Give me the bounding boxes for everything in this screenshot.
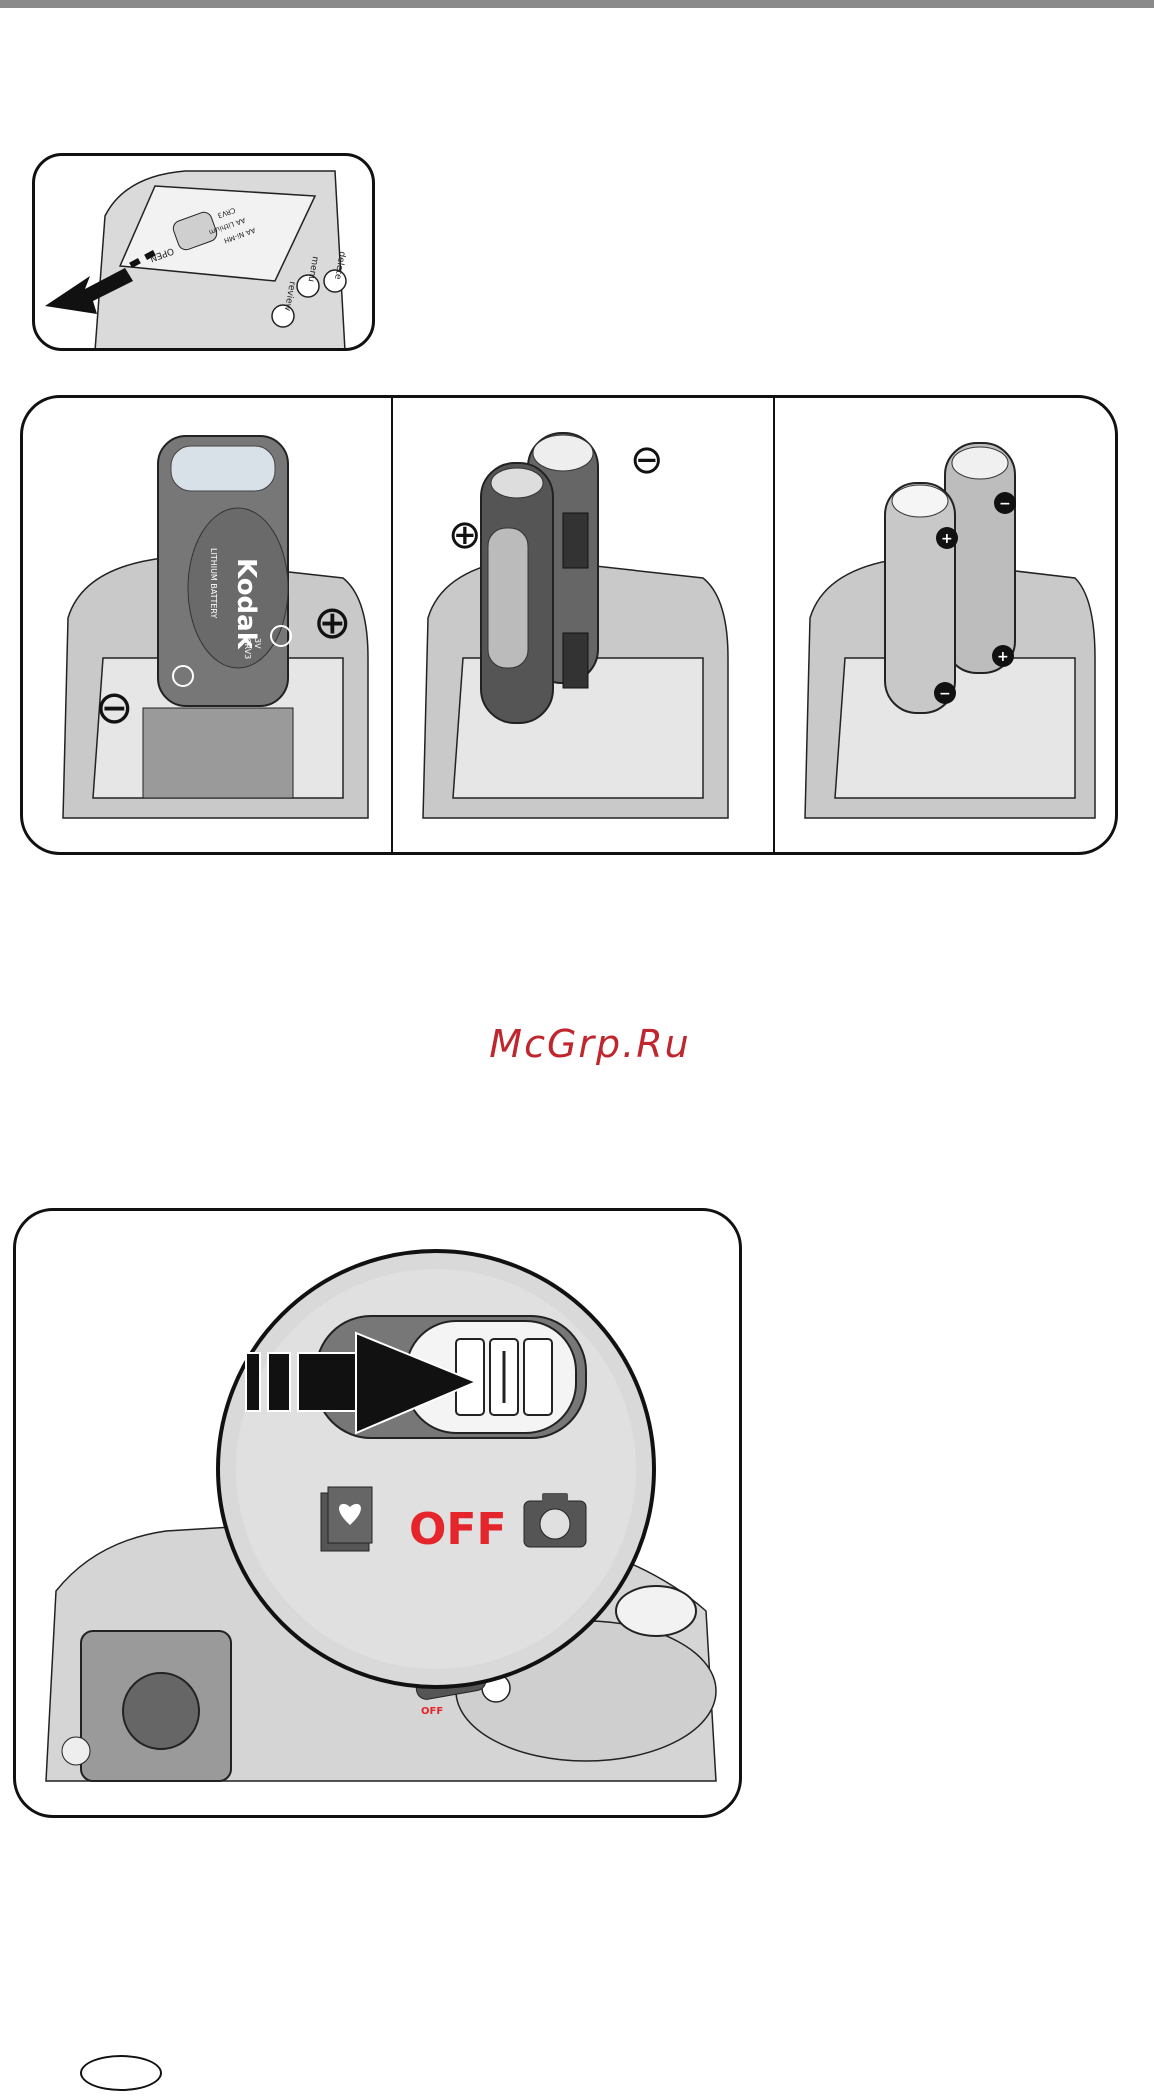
battery-brand: Kodak	[231, 558, 261, 650]
page-number-oval	[80, 2055, 162, 2091]
aa-batteries-figure: − + + −	[775, 398, 1118, 855]
top-rule	[0, 0, 1154, 8]
camera-icon	[524, 1493, 586, 1547]
watermark: McGrp.Ru	[480, 1022, 700, 1066]
battery-icon: Kodak LITHIUM BATTERY 3V CRV3	[158, 436, 291, 706]
battery-pack-figure: ⊕ ⊖	[393, 398, 775, 855]
plus-icon: ⊕	[313, 595, 352, 649]
off-label: OFF	[409, 1504, 507, 1555]
open-door-illustration: OPEN CRV3 AA Lithium AA Ni-MH delete men…	[32, 153, 375, 351]
battery-icon	[481, 433, 598, 723]
favorites-icon	[321, 1487, 372, 1551]
cell-minus-1: −	[999, 496, 1011, 512]
cell-plus-2: +	[941, 531, 953, 547]
plus-icon: ⊕	[448, 512, 482, 558]
cell-minus-2: −	[939, 686, 951, 702]
minus-icon: ⊖	[95, 680, 134, 734]
mode-dial-illustration: OFF OFF	[13, 1208, 742, 1818]
crv3-battery-figure: Kodak LITHIUM BATTERY 3V CRV3 ⊕ ⊖	[23, 398, 391, 855]
cell-plus-1: +	[997, 649, 1009, 665]
minus-icon: ⊖	[630, 437, 664, 483]
battery-line-2: 3V	[253, 638, 262, 649]
battery-types-illustration: Kodak LITHIUM BATTERY 3V CRV3 ⊕ ⊖ ⊕ ⊖	[20, 395, 1118, 855]
battery-line-1: LITHIUM BATTERY	[209, 548, 218, 618]
small-off-label: OFF	[421, 1706, 443, 1717]
battery-line-3: CRV3	[243, 638, 252, 659]
